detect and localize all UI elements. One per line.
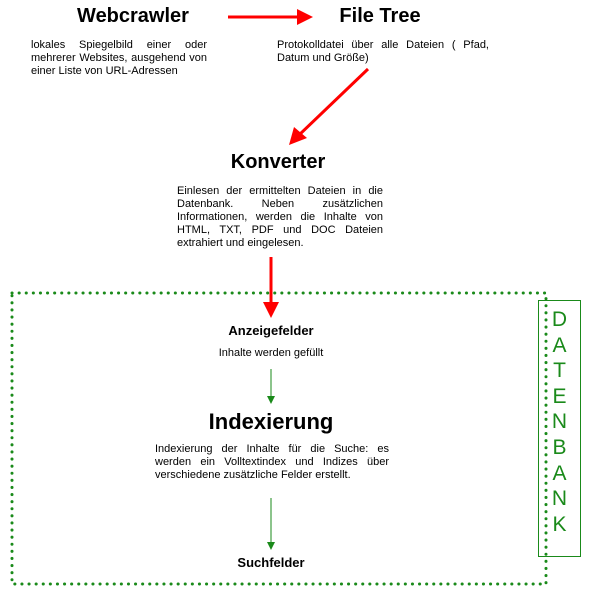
datenbank-letter: K — [552, 512, 567, 536]
datenbank-letter: N — [551, 487, 568, 511]
database-boundary — [10, 291, 548, 586]
anzeigefelder-description: Inhalte werden gefüllt — [218, 347, 324, 359]
arrow-konverter-to-anzeigefelder — [263, 257, 279, 318]
datenbank-letter: N — [551, 410, 568, 434]
datenbank-letter: D — [551, 308, 568, 331]
datenbank-letter: T — [553, 359, 566, 383]
konverter-title: Konverter — [230, 151, 326, 173]
datenbank-letter: B — [552, 435, 567, 459]
indexierung-description: Indexierung der Inhalte für die Suche: e… — [155, 443, 389, 481]
arrow-anzeigefelder-to-indexierung — [267, 369, 275, 404]
webcrawler-description: lokales Spiegelbild einer oder mehrerer … — [31, 39, 207, 77]
file-tree-description: Protokolldatei über alle Dateien ( Pfad,… — [277, 39, 489, 64]
indexierung-title: Indexierung — [208, 409, 334, 434]
datenbank-letter: E — [552, 384, 567, 408]
datenbank-letter: A — [552, 333, 567, 357]
file-tree-title: File Tree — [339, 5, 421, 27]
arrow-filetree-to-konverter — [289, 67, 370, 145]
konverter-description: Einlesen der ermittelten Dateien in die … — [177, 185, 383, 249]
webcrawler-title: Webcrawler — [77, 5, 189, 27]
arrow-indexierung-to-suchfelder — [267, 498, 275, 550]
suchfelder-title: Suchfelder — [237, 555, 305, 570]
datenbank-letter: A — [552, 461, 567, 485]
datenbank-label-box: D A T E N B A N K — [538, 300, 581, 557]
arrow-webcrawler-to-filetree — [228, 9, 313, 25]
anzeigefelder-title: Anzeigefelder — [228, 323, 314, 338]
